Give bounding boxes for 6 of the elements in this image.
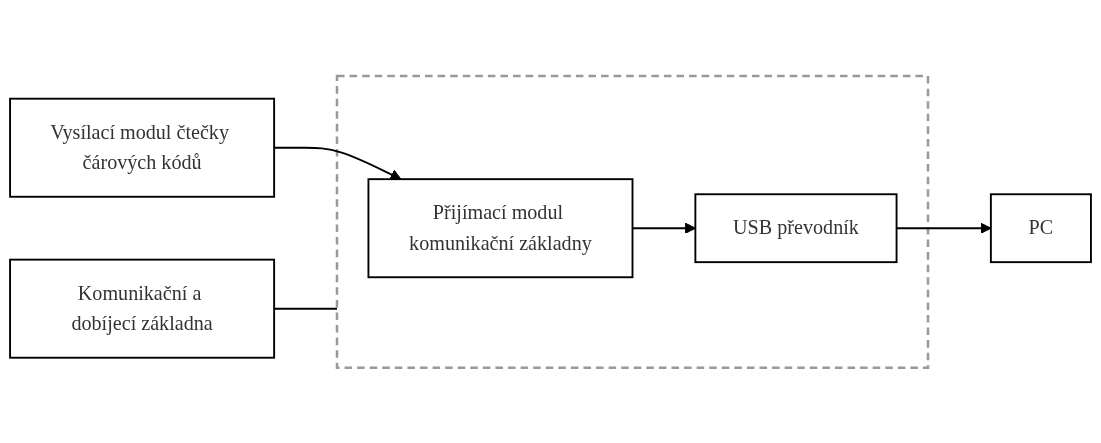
node-box: Přijímací modul komunikační základny xyxy=(367,177,634,278)
cluster xyxy=(335,74,930,369)
node-box: Komunikační a dobíjecí základna xyxy=(9,258,276,359)
node-box: PC xyxy=(989,192,1092,263)
node-box: USB převodník xyxy=(694,192,898,263)
node-box: Vysílací modul čtečky čárových kódů xyxy=(9,97,276,198)
